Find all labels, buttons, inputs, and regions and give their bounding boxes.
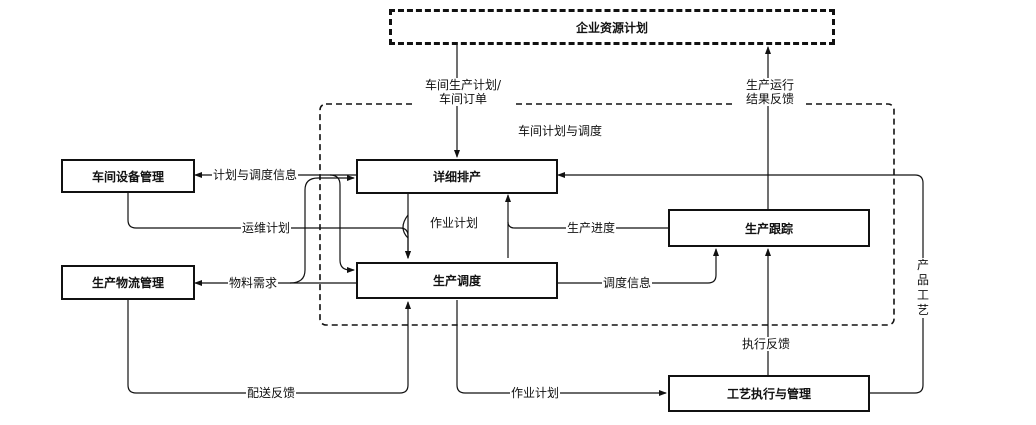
edge-tracking-progress (507, 221, 668, 229)
label-workshop-plan-order-line2: 车间订单 (438, 92, 487, 106)
node-logistics-mgmt-label: 生产物流管理 (91, 276, 164, 290)
label-job-plan-bottom: 作业计划 (510, 386, 561, 400)
edge-dispatch-to-execution (456, 300, 667, 396)
node-equipment-mgmt: 车间设备管理 (61, 159, 195, 193)
label-plan-dispatch-info: 计划与调度信息 (212, 168, 299, 182)
node-detailed-scheduling-label: 详细排产 (432, 170, 481, 184)
label-workshop-plan-order: 车间生产计划/ 车间订单 (412, 78, 514, 106)
label-workshop-plan-order-line1: 车间生产计划/ (424, 78, 502, 92)
label-job-plan-inner: 作业计划 (429, 216, 480, 230)
region-boundary (319, 103, 895, 326)
label-material-demand: 物料需求 (228, 276, 279, 290)
node-detailed-scheduling: 详细排产 (356, 159, 558, 194)
label-execution-feedback: 执行反馈 (741, 337, 792, 351)
node-erp: 企业资源计划 (389, 9, 835, 45)
node-production-dispatch-label: 生产调度 (432, 274, 481, 288)
edge-job-plan-bracket-left (402, 214, 409, 239)
edge-delivery-feedback (127, 300, 411, 394)
label-maintenance-plan: 运维计划 (241, 221, 292, 235)
node-process-execution-label: 工艺执行与管理 (726, 387, 811, 401)
label-production-result-line2: 结果反馈 (745, 92, 794, 106)
label-product-process: 产品工艺 (916, 258, 930, 318)
edge-demand-to-scheduling (289, 175, 355, 284)
edge-scheduling-to-dispatch-left (329, 174, 355, 273)
label-dispatch-info: 调度信息 (602, 276, 653, 290)
label-production-result-line1: 生产运行 (745, 78, 794, 92)
node-production-dispatch: 生产调度 (356, 262, 558, 299)
node-logistics-mgmt: 生产物流管理 (61, 265, 195, 300)
node-production-tracking: 生产跟踪 (668, 209, 870, 247)
node-equipment-mgmt-label: 车间设备管理 (91, 169, 164, 184)
edge-dispatch-info (556, 248, 719, 284)
label-production-progress: 生产进度 (566, 221, 617, 235)
region-title: 车间计划与调度 (518, 124, 603, 138)
node-process-execution: 工艺执行与管理 (668, 375, 870, 412)
label-production-result: 生产运行 结果反馈 (736, 78, 804, 106)
node-production-tracking-label: 生产跟踪 (744, 221, 793, 236)
label-delivery-feedback: 配送反馈 (246, 386, 297, 400)
node-erp-label: 企业资源计划 (575, 20, 648, 35)
